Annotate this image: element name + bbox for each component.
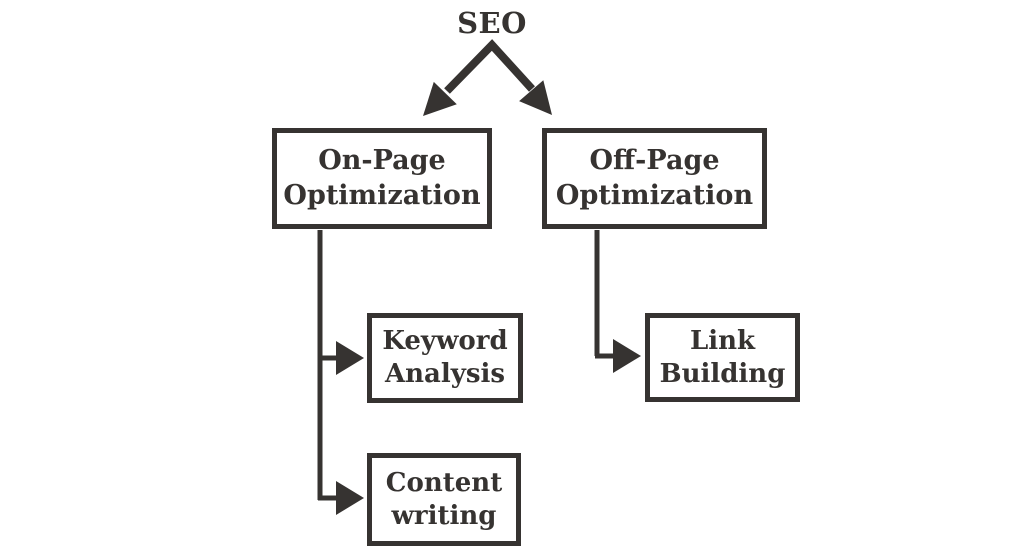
- node-label-line: On-Page: [318, 145, 446, 177]
- node-on-page-optimization: On-Page Optimization: [272, 128, 492, 229]
- node-label-line: Off-Page: [589, 145, 720, 177]
- node-label-line: Building: [659, 358, 786, 389]
- offpage-to-link-arrow: [595, 339, 641, 373]
- node-label-line: Content: [385, 467, 503, 498]
- onpage-to-keyword-arrow: [318, 341, 364, 375]
- node-label-line: Optimization: [555, 179, 754, 211]
- node-label-line: writing: [391, 500, 497, 531]
- node-label-line: Link: [689, 325, 756, 356]
- node-link-building: Link Building: [645, 313, 800, 402]
- onpage-to-content-arrow: [318, 481, 364, 515]
- node-content-writing: Content writing: [367, 453, 521, 546]
- node-label-line: Analysis: [384, 359, 506, 389]
- seo-to-offpage-arrow: [519, 80, 552, 115]
- node-off-page-optimization: Off-Page Optimization: [542, 128, 767, 229]
- seo-to-onpage-arrow: [423, 39, 535, 116]
- node-label-line: Optimization: [283, 179, 481, 211]
- node-label-line: Keyword: [382, 326, 508, 357]
- root-node-seo: SEO: [457, 6, 527, 40]
- node-keyword-analysis: Keyword Analysis: [367, 313, 523, 403]
